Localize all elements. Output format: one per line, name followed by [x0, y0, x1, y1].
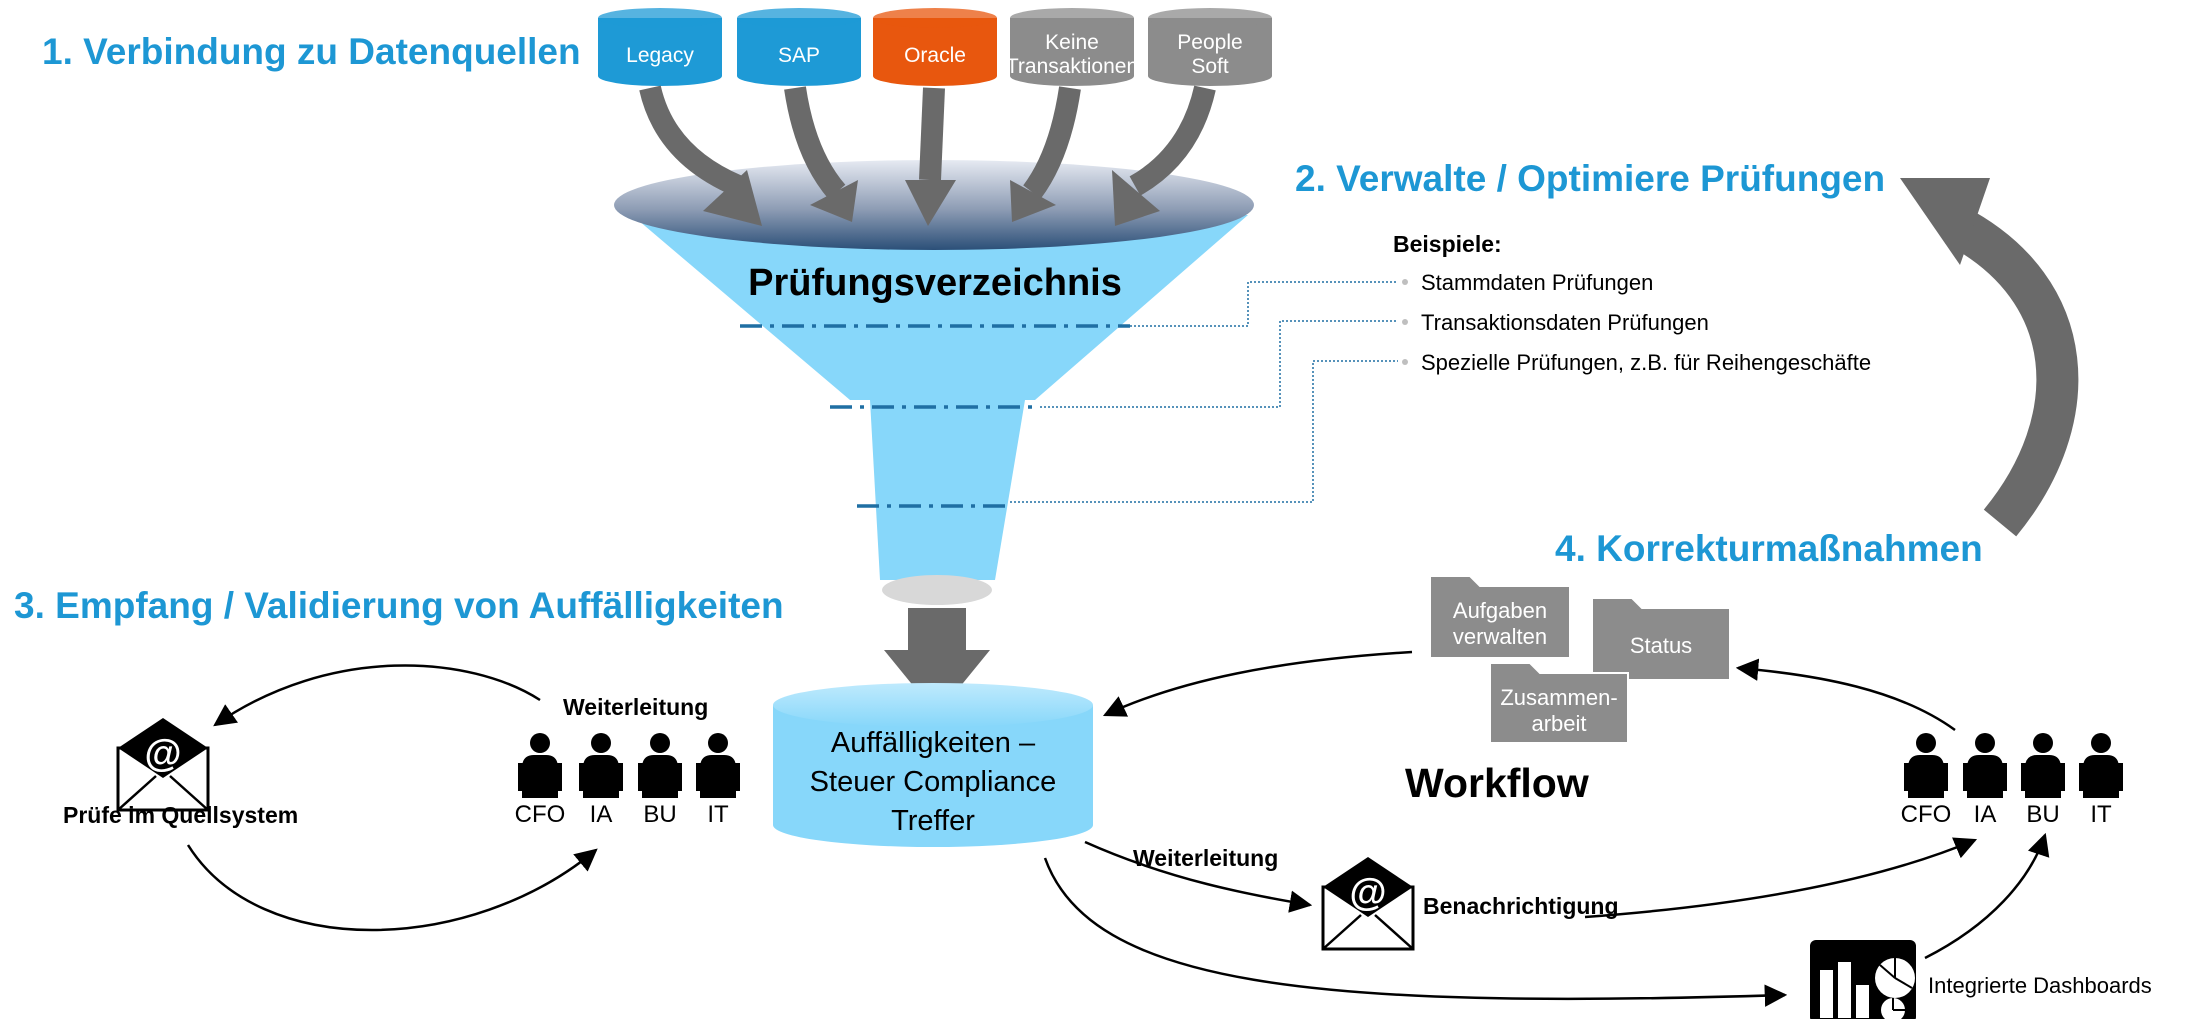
role-label: CFO — [515, 801, 566, 828]
arrow-roles-to-status — [1735, 658, 1956, 732]
bullet — [1402, 319, 1408, 325]
bullet — [1402, 279, 1408, 285]
arrow-notification-to-roles — [1584, 837, 1978, 919]
text-line: Aufgaben — [1453, 598, 1547, 623]
folder-icon: Status — [1591, 597, 1731, 681]
notification-envelope-icon: @ — [1321, 857, 1415, 951]
person-icon — [696, 733, 740, 798]
dashboards-label: Integrierte Dashboards — [1928, 973, 2152, 998]
text-line: Auffälligkeiten – — [831, 727, 1036, 759]
funnel-body — [632, 215, 1248, 580]
arrow-dashboards-to-roles — [1924, 832, 2050, 960]
arrow-workflow-to-hits — [1102, 650, 1413, 717]
heading-step1: 1. Verbindung zu Datenquellen — [42, 31, 581, 72]
text-line: Treffer — [891, 805, 975, 837]
funnel-title: Prüfungsverzeichnis — [748, 262, 1122, 304]
person-icon — [2079, 733, 2123, 798]
notification-label: Benachrichtigung — [1423, 893, 1619, 919]
arrow-to-envelope — [213, 664, 541, 727]
source-arrow-5 — [1129, 85, 1216, 196]
role-label: IT — [2090, 801, 2112, 828]
examples-title: Beispiele: — [1393, 231, 1502, 257]
svg-text:@: @ — [144, 733, 181, 775]
text-line: Steuer Compliance — [810, 766, 1057, 798]
check-source-label: Prüfe im Quellsystem — [63, 802, 298, 828]
text-line: Legacy — [626, 44, 694, 67]
role-label: BU — [2026, 801, 2059, 828]
optimize-loop-arrow — [1900, 178, 2079, 537]
person-icon — [518, 733, 562, 798]
source-arrow-2 — [784, 86, 846, 200]
left-envelope-icon: @ — [116, 718, 210, 812]
person-icon — [2021, 733, 2065, 798]
source-db-0: Legacy — [598, 8, 722, 86]
left-group: Weiterleitung CFO IA BU IT @ Prüfe im Quell… — [63, 664, 740, 932]
heading-step4: 4. Korrekturmaßnahmen — [1555, 528, 1983, 569]
dashboard-icon — [1810, 940, 1916, 1019]
notification: Weiterleitung @ Benachrichtigung — [1084, 837, 1978, 951]
source-arrows — [639, 85, 1216, 226]
dashboards: Integrierte Dashboards — [1043, 832, 2152, 1019]
source-db-1: SAP — [737, 8, 861, 86]
down-arrow — [884, 608, 990, 715]
source-arrow-4 — [1023, 86, 1081, 199]
example-item: Stammdaten Prüfungen — [1421, 270, 1653, 295]
arrow-to-dashboards — [1043, 857, 1788, 1007]
role-label: BU — [643, 801, 676, 828]
role-label: IA — [1974, 801, 1997, 828]
source-db-2: Oracle — [873, 8, 997, 86]
text-line: Zusammen- — [1500, 685, 1617, 710]
examples: Beispiele: Stammdaten PrüfungenTransakti… — [1010, 231, 1871, 503]
text-line: Status — [1630, 633, 1692, 658]
person-icon — [1904, 733, 1948, 798]
arrow-to-notification — [1084, 840, 1313, 913]
text-line: People — [1177, 31, 1242, 54]
svg-text:@: @ — [1349, 872, 1386, 914]
person-icon — [638, 733, 682, 798]
source-arrow-3 — [919, 87, 945, 181]
text-line: Soft — [1191, 55, 1229, 78]
role-label: CFO — [1901, 801, 1952, 828]
funnel-spout — [882, 575, 992, 605]
text-line: Transaktionen — [1006, 55, 1138, 78]
notification-forward-label: Weiterleitung — [1133, 845, 1278, 871]
text-line: arbeit — [1531, 711, 1586, 736]
right-group: CFO IA BU IT — [1901, 733, 2123, 828]
heading-step2: 2. Verwalte / Optimiere Prüfungen — [1295, 158, 1885, 199]
text-line: SAP — [778, 44, 820, 67]
role-label: IA — [590, 801, 613, 828]
funnel: Prüfungsverzeichnis — [614, 160, 1254, 605]
text-line: Keine — [1045, 31, 1099, 54]
role-label: IT — [707, 801, 729, 828]
text-line: Oracle — [904, 44, 966, 67]
arrow-to-roles — [186, 844, 598, 932]
bullet — [1402, 359, 1408, 365]
heading-step3: 3. Empfang / Validierung von Auffälligke… — [14, 585, 784, 626]
hits-cylinder: Auffälligkeiten – Steuer ComplianceTreffe… — [773, 683, 1093, 847]
example-item: Transaktionsdaten Prüfungen — [1421, 310, 1709, 335]
text-line: verwalten — [1453, 624, 1547, 649]
person-icon — [579, 733, 623, 798]
person-icon — [1963, 733, 2007, 798]
folder-icon: Zusammen-arbeit — [1489, 662, 1629, 744]
left-forward-label: Weiterleitung — [563, 694, 708, 720]
example-item: Spezielle Prüfungen, z.B. für Reihengesc… — [1421, 350, 1871, 375]
source-arrow-1 — [639, 85, 743, 197]
workflow-title: Workflow — [1405, 760, 1589, 806]
